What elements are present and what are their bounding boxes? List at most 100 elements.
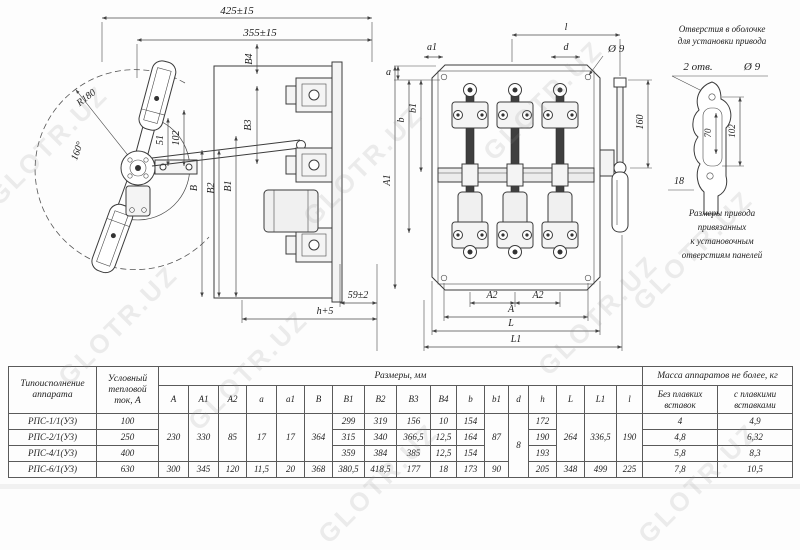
detail-title-line1: Отверстия в оболочке [679, 24, 766, 34]
dim-160deg-label: 160° [69, 140, 86, 162]
detail-dim-102: 102 [727, 124, 737, 138]
cell-b1: 87 [484, 413, 509, 462]
col-header-type: Типоисполнение аппарата [8, 366, 97, 414]
cell-L: 348 [556, 461, 585, 478]
col-header-a1: а1 [276, 385, 305, 414]
cell-A: 230 [158, 413, 189, 462]
cell-type: РПС-2/1(У3) [8, 429, 97, 446]
col-header-B4: В4 [430, 385, 457, 414]
dim-R180-label: R180 [74, 87, 98, 109]
cell-type: РПС-4/1(У3) [8, 445, 97, 462]
col-header-h: h [528, 385, 557, 414]
cell-h: 172 [528, 413, 557, 430]
cell-mass-with-fuse: 4,9 [717, 413, 794, 430]
cell-b1: 90 [484, 461, 509, 478]
cell-type: РПС-1/1(У3) [8, 413, 97, 430]
dim-A-label: А [507, 304, 515, 315]
cell-A2: 120 [218, 461, 247, 478]
dim-51-label: 51 [155, 135, 166, 145]
table-row: РПС-6/1(У3) 630 300 345 120 11,5 20 368 … [8, 461, 794, 478]
dim-b1-label: b1 [408, 103, 419, 113]
technical-drawing-page: { "watermark": "GLOTR.UZ", "drawing": { … [0, 5, 800, 550]
dim-160-label: 160 [635, 115, 646, 130]
col-header-B: В [304, 385, 333, 414]
cell-A2: 85 [218, 413, 247, 462]
cell-current: 100 [96, 413, 159, 430]
detail-holes-count: 2 отв. [683, 61, 712, 73]
cell-B: 364 [304, 413, 333, 462]
cell-mass-with-fuse: 6,32 [717, 429, 794, 446]
cell-mass-with-fuse: 8,3 [717, 445, 794, 462]
cell-a1: 20 [276, 461, 305, 478]
dim-B1-label: В1 [223, 180, 234, 191]
cell-B4: 18 [430, 461, 457, 478]
dim-a1-label: а1 [427, 42, 437, 53]
cell-A1: 345 [188, 461, 219, 478]
col-header-d: d [508, 385, 529, 414]
cell-mass-with-fuse: 10,5 [717, 461, 794, 478]
dim-L1-label: L1 [510, 334, 522, 345]
cell-B1: 299 [332, 413, 365, 430]
cell-mass-no-fuse: 4 [642, 413, 719, 430]
table-row: РПС-4/1(У3) 400 359 384 385 12,5 154 193… [8, 445, 794, 462]
cell-B: 368 [304, 461, 333, 478]
table-row: РПС-1/1(У3) 100 230 330 85 17 17 364 299… [8, 413, 794, 478]
dim-a-label: а [386, 67, 391, 78]
cell-L1: 336,5 [584, 413, 617, 462]
cell-b: 173 [456, 461, 485, 478]
cell-B1: 315 [332, 429, 365, 446]
cell-current: 630 [96, 461, 159, 478]
col-header-current: Условный тепловой ток, А [96, 366, 159, 414]
dim-A2-right-label: А2 [531, 290, 543, 301]
col-header-A1: А1 [188, 385, 219, 414]
detail-holes-dia: Ø 9 [743, 61, 761, 73]
cell-B2: 384 [364, 445, 397, 462]
dim-B4-label: В4 [244, 53, 255, 64]
detail-caption-line3: к установочным [690, 236, 753, 246]
detail-dim-18: 18 [674, 176, 684, 187]
detail-caption-line4: отверстиям панелей [682, 250, 763, 260]
cell-b: 154 [456, 445, 485, 462]
dim-A1-label: А1 [382, 174, 393, 186]
col-header-mass-with-fuse: с плавкими вставками [717, 385, 794, 414]
page-edge [0, 484, 800, 489]
cell-type: РПС-6/1(У3) [8, 461, 97, 478]
cell-a: 11,5 [246, 461, 277, 478]
dim-A2-left-label: А2 [485, 290, 497, 301]
cell-current: 250 [96, 429, 159, 446]
col-header-mass-no-fuse: Без плавких вставок [642, 385, 719, 414]
cell-h: 193 [528, 445, 557, 462]
dim-l-label: l [565, 22, 568, 33]
cell-L1: 499 [584, 461, 617, 478]
cell-a: 17 [246, 413, 277, 462]
cell-B3: 385 [396, 445, 431, 462]
col-header-b1: b1 [484, 385, 509, 414]
col-group-dims: Размеры, мм [157, 366, 644, 386]
cell-h: 190 [528, 429, 557, 446]
dim-B2-label: В2 [206, 182, 217, 193]
cell-A: 300 [158, 461, 189, 478]
cell-B4: 12,5 [430, 445, 457, 462]
detail-dim-70: 70 [703, 128, 713, 138]
col-header-B1: В1 [332, 385, 365, 414]
dim-59-label: 59±2 [348, 290, 369, 301]
cell-a1: 17 [276, 413, 305, 462]
cell-B2: 340 [364, 429, 397, 446]
cell-B3: 177 [396, 461, 431, 478]
col-header-a: а [246, 385, 277, 414]
cell-mass-no-fuse: 5,8 [642, 445, 719, 462]
drive-detail: Отверстия в оболочке для установки приво… [668, 24, 768, 260]
dim-b-label: b [396, 118, 407, 123]
col-header-B2: В2 [364, 385, 397, 414]
dim-d-label: d [564, 42, 570, 53]
col-header-L: L [556, 385, 585, 414]
cell-mass-no-fuse: 4,8 [642, 429, 719, 446]
cell-h: 205 [528, 461, 557, 478]
cell-B1: 359 [332, 445, 365, 462]
cell-L: 264 [556, 413, 585, 462]
col-header-B3: В3 [396, 385, 431, 414]
dim-102-label: 102 [171, 131, 182, 146]
cell-d: 8 [508, 413, 529, 478]
detail-title-line2: для установки привода [678, 36, 767, 46]
cell-current: 400 [96, 445, 159, 462]
